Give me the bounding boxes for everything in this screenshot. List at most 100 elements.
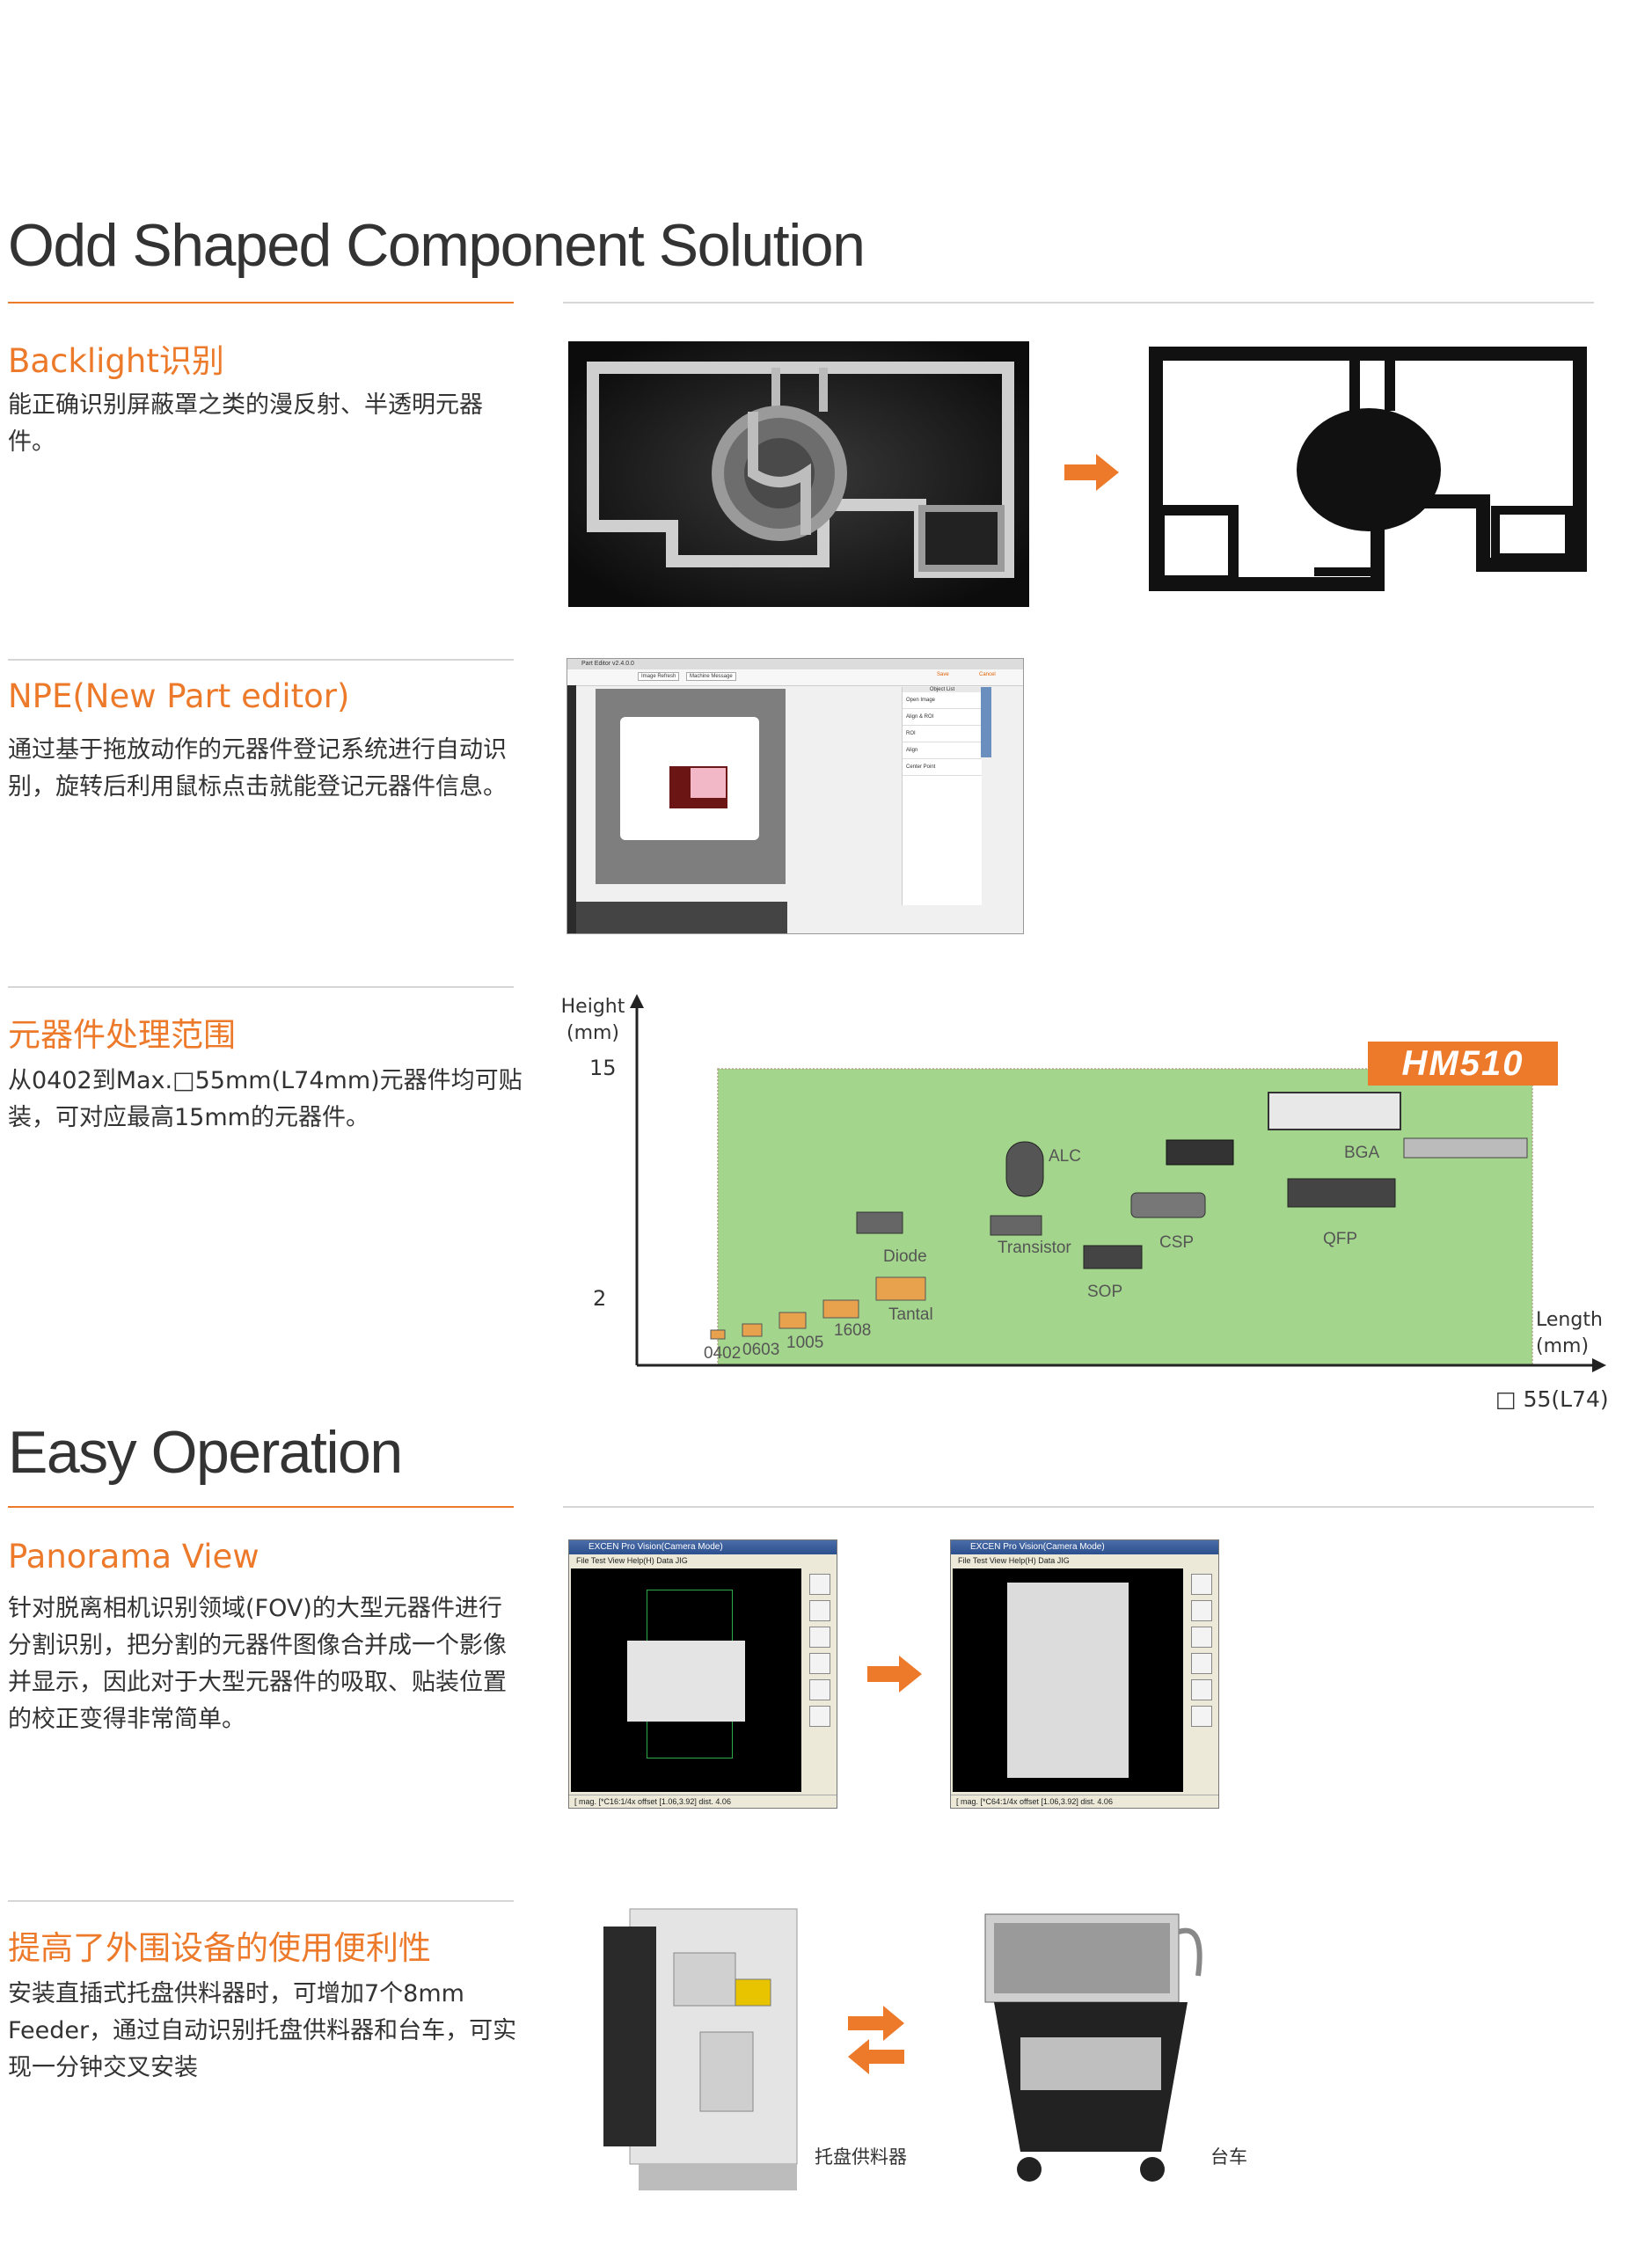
- component-diode: [856, 1211, 903, 1234]
- y-tick-15: 15: [589, 1056, 617, 1080]
- component-connector: [1403, 1137, 1528, 1159]
- npe-part-image: [620, 717, 759, 840]
- npe-rule: [8, 659, 514, 661]
- npe-object-item[interactable]: Center Point: [903, 759, 982, 776]
- window-icon[interactable]: [809, 1706, 830, 1727]
- vision-part: [627, 1641, 745, 1722]
- backlight-photo-after: [1147, 345, 1592, 598]
- caption-cart: 台车: [1210, 2146, 1247, 2168]
- panorama-body: 针对脱离相机识别领域(FOV)的大型元器件进行分割识别，把分割的元器件图像合并成…: [8, 1595, 507, 1733]
- panorama-window-right: EXCEN Pro Vision(Camera Mode) File Test …: [950, 1539, 1219, 1809]
- peripheral-body: 安装直插式托盘供料器时，可增加7个8mm Feeder，通过自动识别托盘供料器和…: [8, 1980, 517, 2081]
- component-sop: [1083, 1245, 1143, 1269]
- component-csp: [1130, 1192, 1206, 1218]
- label-1005: 1005: [786, 1334, 824, 1352]
- vision-canvas[interactable]: [571, 1568, 801, 1792]
- npe-window-title: Part Editor v2.4.0.0: [581, 661, 634, 667]
- backlight-heading: Backlight识别: [8, 342, 224, 380]
- arrow-right-icon: [1064, 454, 1119, 494]
- panorama-heading: Panorama View: [8, 1538, 259, 1576]
- hm510-logo: HM510: [1368, 1042, 1558, 1086]
- pan-icon[interactable]: [1191, 1653, 1212, 1674]
- vision-status-bar: [ mag. [*C16:1/4x offset [1.06,3.92] dis…: [569, 1795, 837, 1808]
- vision-toolbar: [1187, 1568, 1217, 1792]
- image-refresh-button[interactable]: Image Refresh: [638, 672, 680, 681]
- component-alc: [1005, 1141, 1044, 1197]
- npe-object-list-title: Object List: [903, 687, 982, 692]
- section-title-easy-operation: Easy Operation: [8, 1419, 403, 1486]
- npe-object-item[interactable]: Align & ROI: [903, 709, 982, 726]
- vision-canvas[interactable]: [953, 1568, 1183, 1792]
- zoom-fit-icon[interactable]: [1191, 1627, 1212, 1648]
- component-0603: [742, 1323, 763, 1337]
- label-1608: 1608: [834, 1321, 872, 1340]
- tray-feeder-photo: [568, 1900, 815, 2208]
- label-csp: CSP: [1159, 1233, 1195, 1252]
- label-transistor: Transistor: [998, 1239, 1071, 1257]
- backlight-body: 能正确识别屏蔽罩之类的漫反射、半透明元器件。: [8, 391, 483, 456]
- zoom-in-icon[interactable]: [809, 1574, 830, 1595]
- title-rule-orange: [8, 302, 514, 303]
- caption-tray-feeder: 托盘供料器: [815, 2146, 907, 2168]
- edit-icon[interactable]: [1191, 1679, 1212, 1700]
- vision-toolbar: [805, 1568, 835, 1792]
- range-heading: 元器件处理范围: [8, 1016, 236, 1054]
- component-qfp: [1287, 1178, 1396, 1208]
- hm510-logo-text: HM510: [1401, 1044, 1524, 1083]
- arrow-right-icon: [867, 1656, 922, 1696]
- edit-icon[interactable]: [809, 1679, 830, 1700]
- component-0402: [710, 1329, 726, 1340]
- y-tick-2: 2: [593, 1286, 607, 1311]
- chart-area: [616, 994, 1610, 1381]
- label-0603: 0603: [742, 1341, 780, 1359]
- npe-heading: NPE(New Part editor): [8, 677, 350, 715]
- backlight-photo-before: [568, 341, 1029, 607]
- npe-canvas[interactable]: [596, 689, 786, 884]
- vision-window-menu: File Test View Help(H) Data JIG: [951, 1554, 1218, 1567]
- component-1005: [778, 1312, 807, 1329]
- y-axis-label: Height (mm): [560, 996, 625, 1044]
- zoom-out-icon[interactable]: [809, 1600, 830, 1621]
- label-bga: BGA: [1344, 1144, 1380, 1162]
- zoom-in-icon[interactable]: [1191, 1574, 1212, 1595]
- npe-toolbar: Image Refresh Machine Message Save Cance…: [567, 669, 1023, 686]
- npe-object-item[interactable]: ROI: [903, 726, 982, 742]
- label-sop: SOP: [1087, 1283, 1123, 1301]
- component-transistor: [990, 1215, 1042, 1236]
- npe-screenshot: Part Editor v2.4.0.0 Image Refresh Machi…: [567, 658, 1024, 934]
- npe-window-titlebar: Part Editor v2.4.0.0: [567, 659, 1023, 669]
- panorama-window-left: EXCEN Pro Vision(Camera Mode) File Test …: [568, 1539, 837, 1809]
- range-body: 从0402到Max.□55mm(L74mm)元器件均可贴装，可对应最高15mm的…: [8, 1067, 523, 1131]
- cancel-button[interactable]: Cancel: [979, 672, 996, 677]
- component-1608: [822, 1299, 859, 1319]
- x-axis-label: Length (mm): [1536, 1309, 1603, 1357]
- zoom-fit-icon[interactable]: [809, 1627, 830, 1648]
- component-bga: [1268, 1092, 1401, 1130]
- zoom-out-icon[interactable]: [1191, 1600, 1212, 1621]
- machine-message-button[interactable]: Machine Message: [686, 672, 736, 681]
- label-qfp: QFP: [1323, 1230, 1358, 1248]
- component-resistor: [1166, 1139, 1234, 1166]
- peripheral-rule: [8, 1900, 514, 1902]
- component-tantal: [875, 1276, 926, 1301]
- npe-object-item[interactable]: Align: [903, 742, 982, 759]
- range-rule: [8, 986, 514, 988]
- title-rule-gray-2: [563, 1506, 1594, 1508]
- section-title-odd-shaped: Odd Shaped Component Solution: [8, 212, 866, 279]
- vision-status-bar: [ mag. [*C64:1/4x offset [1.06,3.92] dis…: [951, 1795, 1218, 1808]
- title-rule-orange-2: [8, 1506, 514, 1508]
- npe-bottom-bar: [576, 902, 787, 933]
- cart-photo: [968, 1905, 1214, 2204]
- vision-merged-part: [1007, 1583, 1129, 1778]
- pan-icon[interactable]: [809, 1653, 830, 1674]
- vision-window-title: EXCEN Pro Vision(Camera Mode): [569, 1540, 837, 1554]
- npe-part-highlight: [691, 768, 726, 798]
- npe-scrollbar[interactable]: [981, 687, 991, 757]
- npe-object-list: Object List Open Image Align & ROI ROI A…: [902, 687, 982, 905]
- swap-arrows-icon: [848, 2006, 904, 2078]
- window-icon[interactable]: [1191, 1706, 1212, 1727]
- npe-body: 通过基于拖放动作的元器件登记系统进行自动识别，旋转后利用鼠标点击就能登记元器件信…: [8, 736, 507, 801]
- save-button[interactable]: Save: [937, 672, 949, 677]
- npe-object-item[interactable]: Open Image: [903, 692, 982, 709]
- vision-window-title: EXCEN Pro Vision(Camera Mode): [951, 1540, 1218, 1554]
